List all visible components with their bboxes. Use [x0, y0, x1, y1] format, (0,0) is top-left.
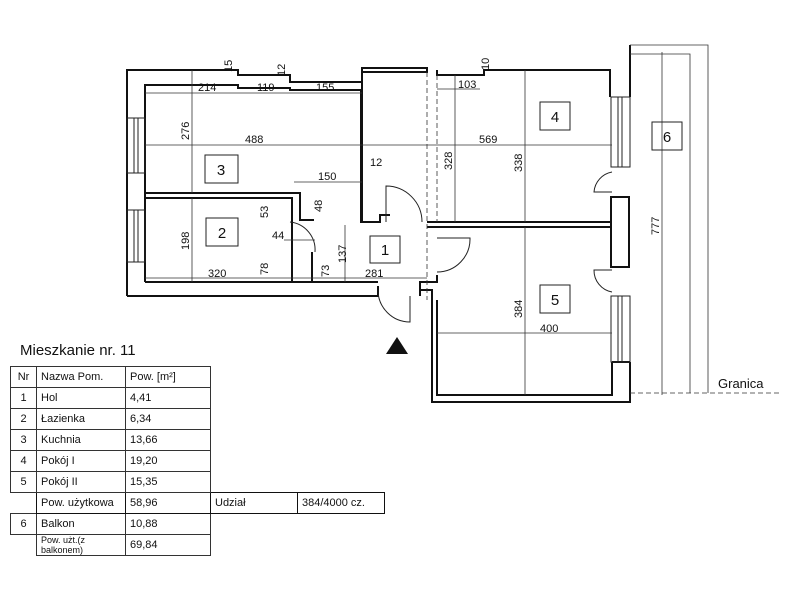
- cell-area: 19,20: [125, 450, 211, 472]
- dim-label: 198: [180, 232, 192, 250]
- dim-label: 12: [370, 157, 382, 169]
- dim-label: 48: [313, 200, 325, 212]
- apartment-title: Mieszkanie nr. 11: [20, 342, 136, 359]
- dim-label: 214: [198, 82, 216, 94]
- room-labels: 3 2 1 4 5 6: [204, 101, 683, 314]
- windows: [126, 96, 631, 363]
- dim-label: 384: [513, 300, 525, 318]
- dimension-lines: [145, 70, 612, 395]
- dim-label: 569: [479, 134, 497, 146]
- dim-label: 103: [458, 79, 476, 91]
- room-1-label: 1: [381, 242, 389, 259]
- entrance-arrow-icon: [386, 337, 408, 354]
- cell-name: Hol: [36, 387, 126, 409]
- header-nr: Nr: [10, 366, 37, 388]
- dim-label: 328: [443, 152, 455, 170]
- dim-label: 10: [480, 58, 492, 70]
- total-row: Pow. użt.(z balkonem)69,84: [11, 534, 385, 556]
- cell-name: Łazienka: [36, 408, 126, 430]
- cell-nr: 5: [10, 471, 37, 493]
- cell-area: 4,41: [125, 387, 211, 409]
- dim-label: 276: [180, 122, 192, 140]
- dim-label: 53: [259, 206, 271, 218]
- cell-name: Kuchnia: [36, 429, 126, 451]
- table-header: Nr Nazwa Pom. Pow. [m²]: [10, 366, 385, 388]
- cell-area: 15,35: [125, 471, 211, 493]
- cell-nr: 6: [10, 513, 37, 535]
- room-3-label: 3: [217, 162, 225, 179]
- cell-area: 6,34: [125, 408, 211, 430]
- cell-area: 13,66: [125, 429, 211, 451]
- room-4-label: 4: [551, 109, 559, 126]
- walls: [126, 45, 631, 403]
- room-6-label: 6: [663, 129, 671, 146]
- dim-label: 777: [650, 217, 662, 235]
- dim-label: 119: [257, 82, 275, 94]
- total-label: Pow. użt.(z balkonem): [36, 534, 126, 556]
- cell-name: Pokój I: [36, 450, 126, 472]
- cell-area: 10,88: [125, 513, 211, 535]
- dim-label: 12: [276, 64, 288, 76]
- balcony-lines: [630, 44, 709, 395]
- room-5-label: 5: [551, 292, 559, 309]
- header-name: Nazwa Pom.: [36, 366, 126, 388]
- header-area: Pow. [m²]: [125, 366, 211, 388]
- dim-label: 44: [272, 230, 284, 242]
- cell-name: Balkon: [36, 513, 126, 535]
- dim-label: 320: [208, 268, 226, 280]
- boundary-label: Granica: [718, 376, 764, 391]
- doors: [289, 171, 613, 323]
- cell-nr: 1: [10, 387, 37, 409]
- dim-label: 400: [540, 323, 558, 335]
- cell-nr: 4: [10, 450, 37, 472]
- cell-nr: 3: [10, 429, 37, 451]
- total-area: 69,84: [125, 534, 211, 556]
- dim-label: 155: [316, 82, 334, 94]
- share-value: 384/4000 cz.: [297, 492, 385, 514]
- dim-label: 78: [259, 263, 271, 275]
- usable-area-row: Pow. użytkowa 58,96 Udział 384/4000 cz.: [11, 492, 385, 514]
- dim-label: 281: [365, 268, 383, 280]
- cell-name: Pokój II: [36, 471, 126, 493]
- dim-label: 488: [245, 134, 263, 146]
- usable-label: Pow. użytkowa: [36, 492, 126, 514]
- dimension-labels: 15 12 10 214 119 155 103 276 488 569 328…: [180, 58, 662, 335]
- dim-label: 73: [320, 265, 332, 277]
- dim-label: 137: [337, 245, 349, 263]
- room-2-label: 2: [218, 225, 226, 242]
- share-label: Udział: [210, 492, 298, 514]
- cell-nr: 2: [10, 408, 37, 430]
- usable-area: 58,96: [125, 492, 211, 514]
- dim-label: 15: [223, 60, 235, 72]
- dim-label: 150: [318, 171, 336, 183]
- dim-label: 338: [513, 154, 525, 172]
